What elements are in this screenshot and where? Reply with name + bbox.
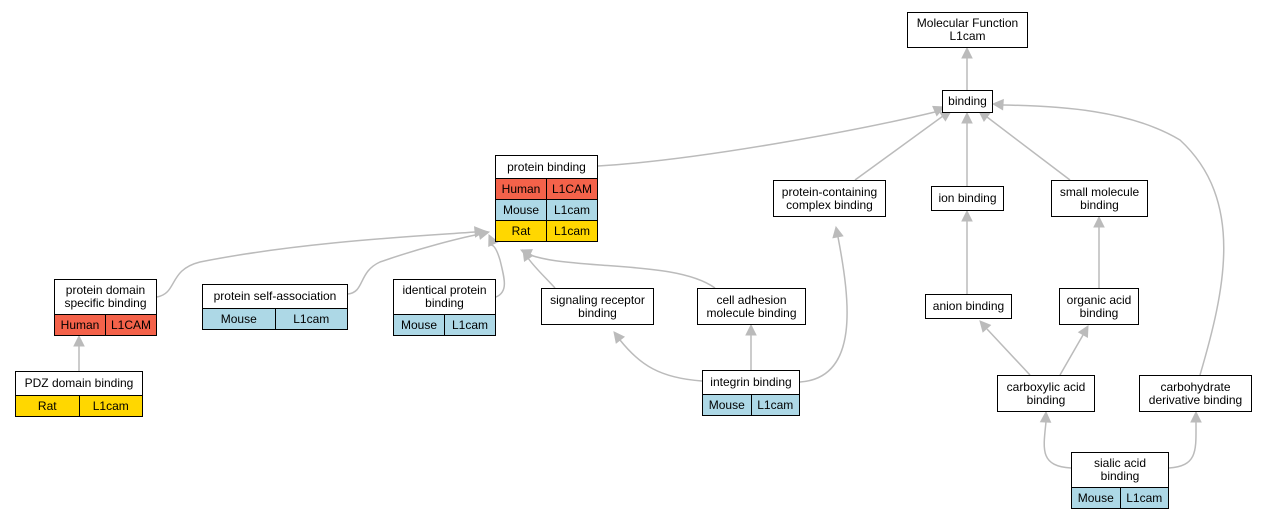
species-cell: Rat xyxy=(496,221,546,241)
species-row-mouse: Mouse L1cam xyxy=(703,394,799,415)
arrowhead-pdz-to-pdsb xyxy=(73,334,85,347)
edge-srb-to-protein_binding xyxy=(527,257,556,289)
gene-cell: L1cam xyxy=(444,315,495,335)
arrowhead-binding-to-mf xyxy=(961,46,973,59)
gene-cell: L1cam xyxy=(274,309,347,329)
species-row-rat: Rat L1cam xyxy=(496,220,597,241)
node-title: binding xyxy=(948,94,987,108)
node-title: Molecular Function L1cam xyxy=(916,16,1019,43)
node-pdz-domain-binding[interactable]: PDZ domain binding Rat L1cam xyxy=(15,371,143,417)
node-protein-self-association[interactable]: protein self-association Mouse L1cam xyxy=(202,284,348,330)
node-title: protein binding xyxy=(507,159,586,174)
species-row-mouse: Mouse L1cam xyxy=(394,314,495,335)
node-title: sialic acid binding xyxy=(1093,456,1147,483)
gene-cell: L1cam xyxy=(750,395,799,415)
arrowhead-ipb-to-protein_binding xyxy=(488,233,499,247)
edge-pccb-to-binding xyxy=(854,115,944,181)
node-sialic-acid-binding[interactable]: sialic acid binding Mouse L1cam xyxy=(1071,452,1169,509)
edge-sialic-to-carboxylic xyxy=(1043,421,1072,469)
species-row-human: Human L1CAM xyxy=(496,178,597,199)
arrowhead-integrin-to-camb xyxy=(745,323,757,336)
arrowhead-sialic-to-carboxylic xyxy=(1039,410,1052,423)
edge-pdsb-to-protein_binding xyxy=(156,231,476,298)
node-identical-protein-binding[interactable]: identical protein binding Mouse L1cam xyxy=(393,279,496,336)
species-cell: Rat xyxy=(16,396,79,416)
node-title: integrin binding xyxy=(710,375,792,389)
node-title: anion binding xyxy=(932,299,1005,313)
edge-sialic-to-carbohydrate xyxy=(1168,421,1197,469)
gene-cell: L1CAM xyxy=(105,315,156,335)
species-cell: Mouse xyxy=(703,395,751,415)
arrowhead-protein_binding-to-binding xyxy=(932,105,946,117)
gene-cell: L1cam xyxy=(546,221,597,241)
species-row-mouse: Mouse L1cam xyxy=(496,199,597,220)
arrowhead-carboxylic-to-anion xyxy=(979,320,992,333)
species-cell: Mouse xyxy=(203,309,275,329)
node-protein-containing-complex-binding[interactable]: protein-containing complex binding xyxy=(773,180,886,217)
node-title: PDZ domain binding xyxy=(24,376,134,390)
node-carbohydrate-derivative-binding[interactable]: carbohydrate derivative binding xyxy=(1139,375,1252,412)
species-cell: Mouse xyxy=(1072,488,1120,508)
gene-cell: L1cam xyxy=(1119,488,1168,508)
edge-integrin-to-pccb xyxy=(799,236,848,383)
node-title: identical protein binding xyxy=(402,283,487,310)
species-row-rat: Rat L1cam xyxy=(16,395,142,416)
edge-protein_binding-to-binding xyxy=(597,111,936,167)
node-title: carbohydrate derivative binding xyxy=(1148,379,1243,407)
node-title: cell adhesion molecule binding xyxy=(706,292,797,320)
arrowhead-organic-to-small xyxy=(1093,215,1105,228)
arrowhead-integrin-to-srb xyxy=(613,331,626,344)
arrowhead-sialic-to-carbohydrate xyxy=(1190,410,1202,423)
edge-small-to-binding xyxy=(986,116,1071,181)
arrowhead-carboxylic-to-organic xyxy=(1077,325,1089,338)
node-binding[interactable]: binding xyxy=(942,90,993,113)
node-title: small molecule binding xyxy=(1059,184,1140,212)
gene-cell: L1cam xyxy=(546,200,597,220)
node-signaling-receptor-binding[interactable]: signaling receptor binding xyxy=(541,288,654,325)
arrowhead-psa-to-protein_binding xyxy=(477,228,491,240)
node-protein-binding[interactable]: protein binding Human L1CAM Mouse L1cam … xyxy=(495,155,598,242)
node-cell-adhesion-molecule-binding[interactable]: cell adhesion molecule binding xyxy=(697,288,806,325)
node-protein-domain-specific-binding[interactable]: protein domain specific binding Human L1… xyxy=(54,279,157,336)
arrowhead-ion-to-binding xyxy=(961,111,973,124)
edge-carbohydrate-to-binding xyxy=(1002,104,1225,376)
node-title: signaling receptor binding xyxy=(550,292,645,320)
gene-cell: L1CAM xyxy=(546,179,597,199)
species-cell: Human xyxy=(55,315,105,335)
node-molecular-function[interactable]: Molecular Function L1cam xyxy=(907,12,1028,48)
node-ion-binding[interactable]: ion binding xyxy=(931,186,1004,211)
node-integrin-binding[interactable]: integrin binding Mouse L1cam xyxy=(702,370,800,416)
node-title: protein domain specific binding xyxy=(64,283,147,310)
node-title: carboxylic acid binding xyxy=(1006,379,1086,407)
arrowhead-camb-to-protein_binding xyxy=(519,249,533,260)
arrowhead-integrin-to-pccb xyxy=(832,225,844,239)
species-cell: Mouse xyxy=(496,200,546,220)
edge-integrin-to-srb xyxy=(619,339,703,382)
edge-ipb-to-protein_binding xyxy=(490,244,506,298)
edge-psa-to-protein_binding xyxy=(347,233,481,295)
edge-carboxylic-to-organic xyxy=(1059,334,1084,376)
node-organic-acid-binding[interactable]: organic acid binding xyxy=(1059,288,1139,325)
node-title: protein self-association xyxy=(213,289,337,303)
gene-cell: L1cam xyxy=(78,396,142,416)
species-row-mouse: Mouse L1cam xyxy=(1072,487,1168,508)
species-cell: Human xyxy=(496,179,546,199)
node-title: organic acid binding xyxy=(1066,292,1132,320)
edge-carboxylic-to-anion xyxy=(986,328,1031,376)
species-row-human: Human L1CAM xyxy=(55,314,156,335)
species-cell: Mouse xyxy=(394,315,444,335)
node-title: protein-containing complex binding xyxy=(781,184,878,212)
node-title: ion binding xyxy=(938,191,997,205)
node-carboxylic-acid-binding[interactable]: carboxylic acid binding xyxy=(997,375,1095,412)
arrowhead-carbohydrate-to-binding xyxy=(991,98,1004,111)
edge-camb-to-protein_binding xyxy=(529,254,716,289)
arrowhead-anion-to-ion xyxy=(961,209,973,222)
species-row-mouse: Mouse L1cam xyxy=(203,308,347,329)
node-small-molecule-binding[interactable]: small molecule binding xyxy=(1051,180,1148,217)
node-anion-binding[interactable]: anion binding xyxy=(925,294,1012,319)
